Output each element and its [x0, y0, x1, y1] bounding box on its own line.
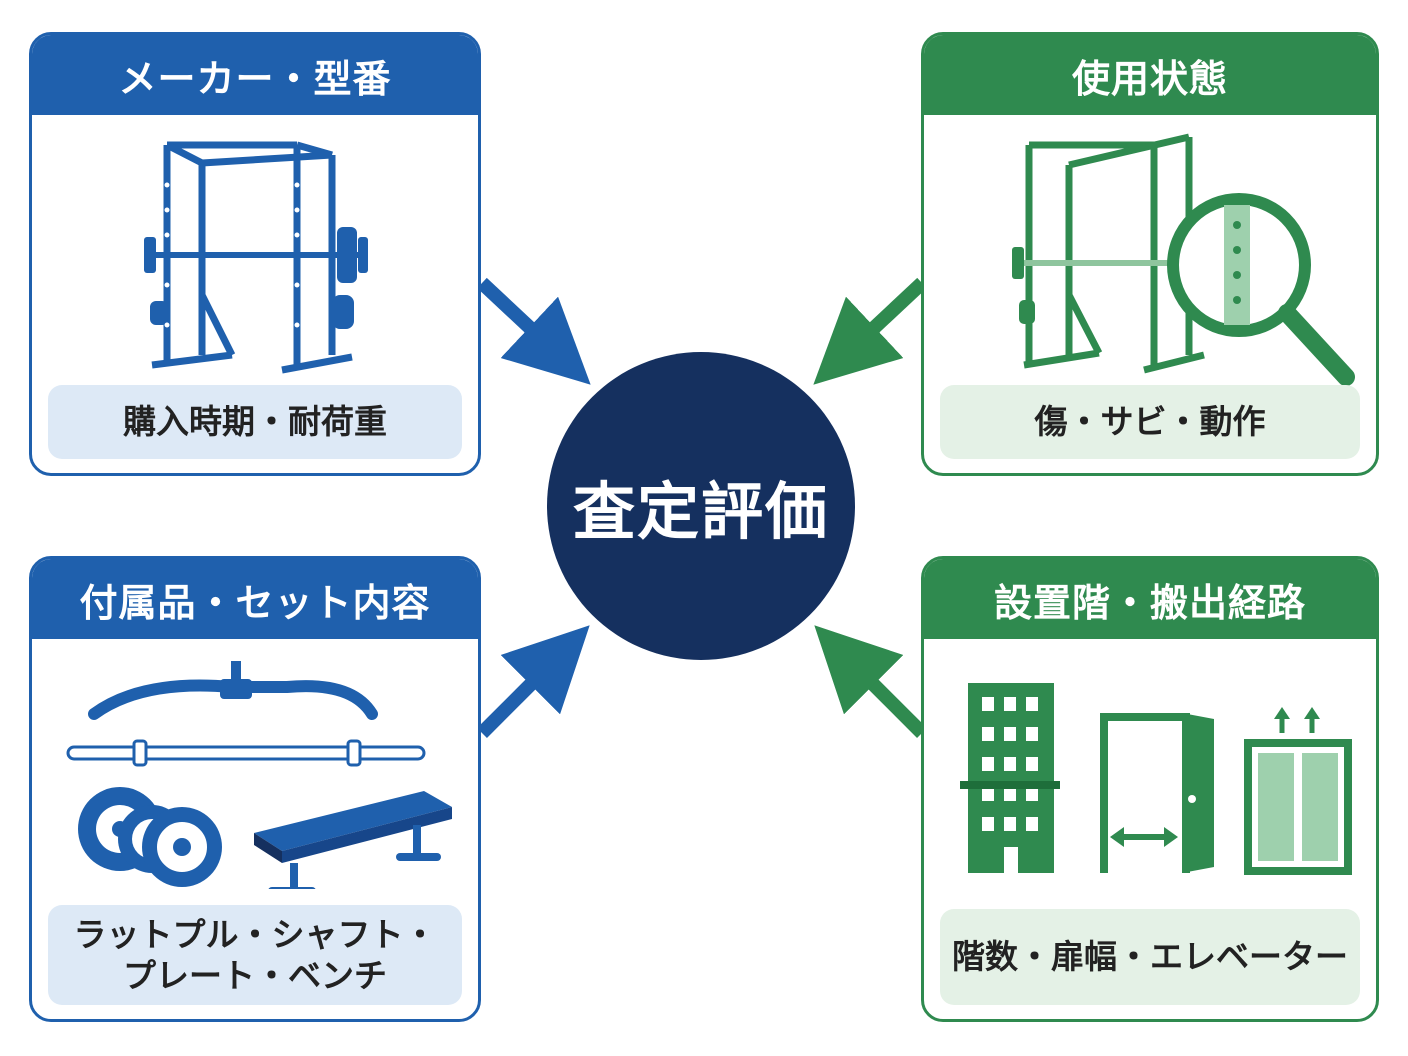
gym-accessories-icon: [66, 661, 452, 889]
card-maker-model: メーカー・型番 購入時期・耐荷重: [29, 32, 481, 476]
power-rack-icon: [144, 141, 368, 374]
card-condition: 使用状態 傷・サビ・動作: [921, 32, 1379, 476]
arrow-maker-to-center: [477, 277, 591, 385]
center-evaluation-circle: 査定評価: [547, 352, 855, 660]
card-maker-detail: 購入時期・耐荷重: [48, 385, 462, 459]
card-location-title: 設置階・搬出経路: [924, 559, 1376, 639]
card-accessories-detail: ラットプル・シャフト・ プレート・ベンチ: [48, 905, 462, 1005]
card-condition-detail-line-1: 傷・サビ・動作: [1034, 402, 1266, 442]
card-accessories: 付属品・セット内容 ラットプル・シャフト・ プレート・ベンチ: [29, 556, 481, 1022]
card-accessories-title: 付属品・セット内容: [32, 559, 478, 639]
card-accessories-detail-line-2: プレート・ベンチ: [123, 956, 387, 995]
arrow-location-to-center: [814, 625, 927, 738]
card-condition-detail: 傷・サビ・動作: [940, 385, 1360, 459]
card-location-detail-line-1: 階数・扉幅・エレベーター: [952, 937, 1348, 977]
rack-magnifier-icon: [1012, 133, 1355, 386]
arrow-condition-to-center: [813, 277, 927, 385]
arrow-accessories-to-center: [477, 625, 590, 738]
card-location: 設置階・搬出経路 階数・扉幅・エレベーター: [921, 556, 1379, 1022]
building-door-elevator-icon: [960, 683, 1352, 875]
card-maker-detail-line-1: 購入時期・耐荷重: [123, 402, 387, 442]
center-label: 査定評価: [572, 475, 829, 548]
card-location-detail: 階数・扉幅・エレベーター: [940, 909, 1360, 1005]
card-maker-title: メーカー・型番: [32, 35, 478, 115]
card-accessories-detail-line-1: ラットプル・シャフト・: [73, 914, 437, 954]
card-condition-title: 使用状態: [924, 35, 1376, 115]
